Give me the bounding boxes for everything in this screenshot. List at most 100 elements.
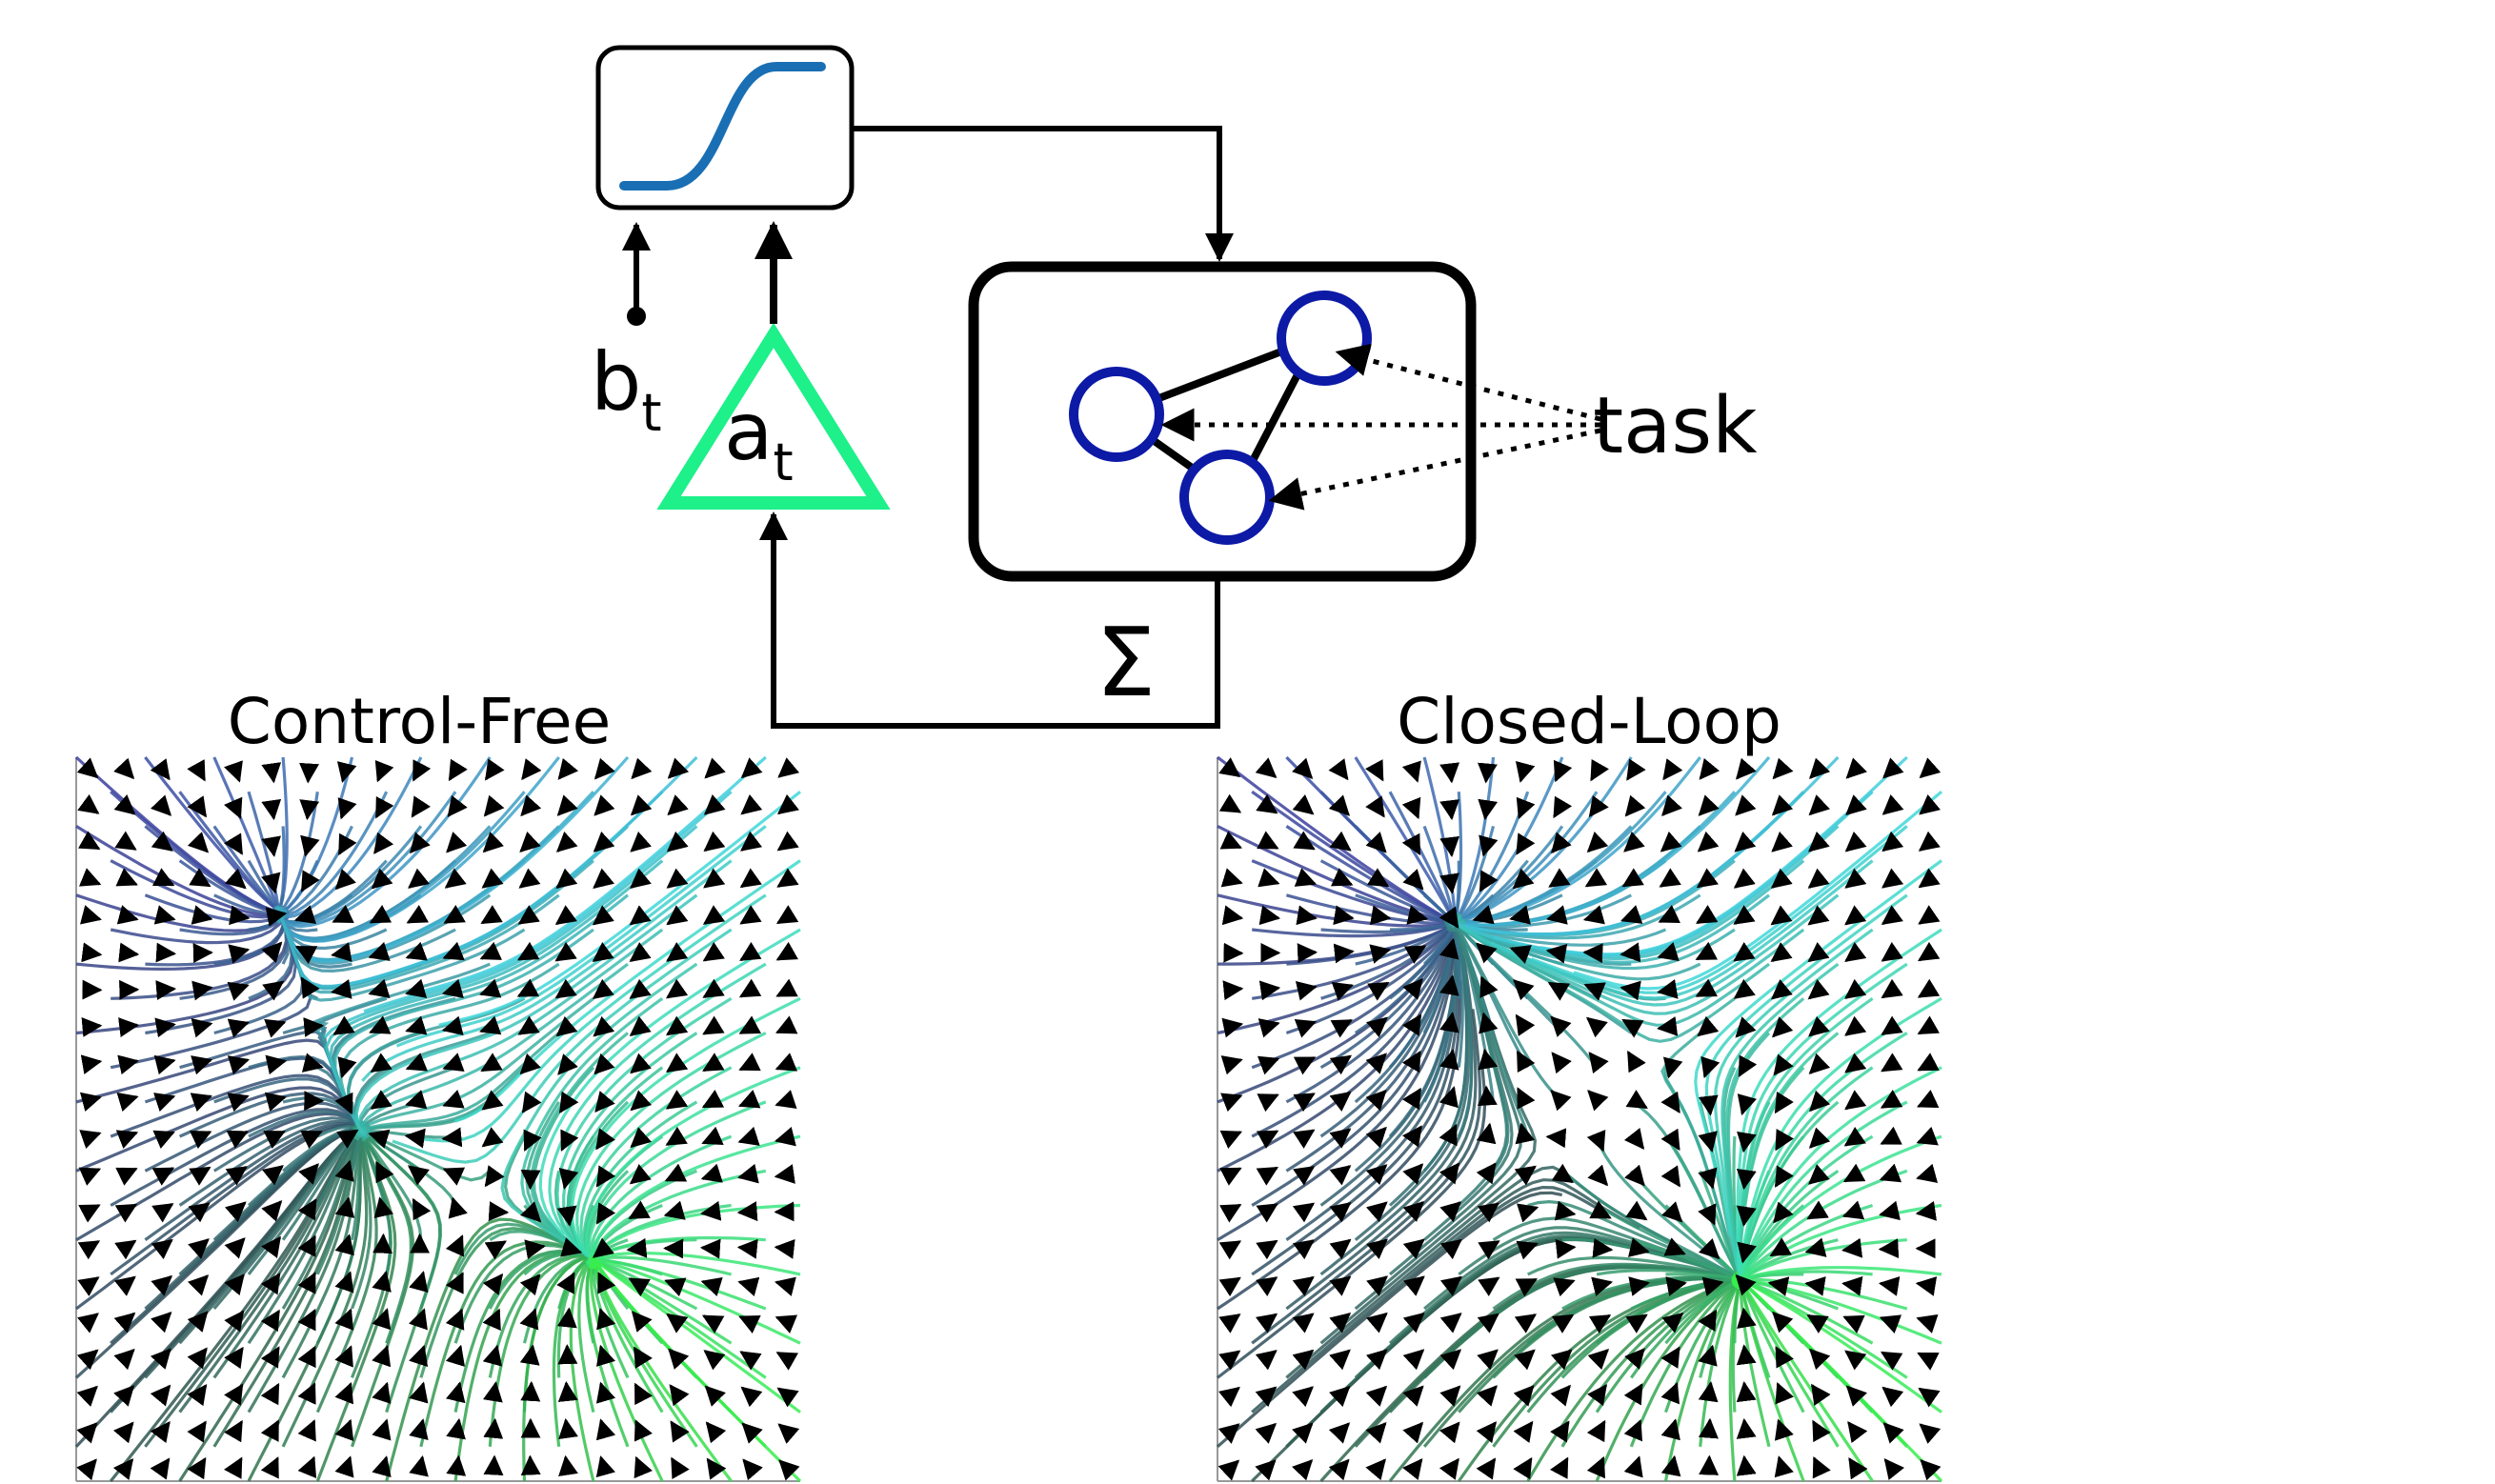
vector-arrow <box>1477 762 1498 784</box>
vector-arrow <box>404 1128 426 1149</box>
vector-arrow <box>1591 1276 1614 1296</box>
vector-arrow <box>557 757 579 780</box>
vector-arrow <box>1880 1090 1903 1109</box>
vector-arrow <box>300 976 320 999</box>
vector-arrow <box>112 1421 134 1444</box>
vector-arrow <box>1698 1131 1718 1153</box>
vector-arrow <box>1439 762 1460 784</box>
vector-arrow <box>150 758 171 781</box>
vector-arrow <box>1333 943 1355 964</box>
vector-arrow <box>1329 1201 1352 1223</box>
vector-arrow <box>1733 905 1756 925</box>
vector-arrow <box>78 1204 101 1223</box>
vector-arrow <box>76 1422 98 1444</box>
vector-arrow <box>154 1017 176 1038</box>
vector-arrow <box>224 796 243 820</box>
vector-arrow <box>702 978 725 998</box>
vector-arrow <box>739 905 762 925</box>
vector-arrow <box>1219 1167 1242 1186</box>
vector-arrow <box>1401 796 1421 820</box>
vector-arrow <box>1587 1384 1607 1407</box>
vector-arrow <box>372 1418 392 1441</box>
vector-arrow <box>1439 1457 1459 1480</box>
vector-arrow <box>300 1130 323 1149</box>
vector-arrow <box>76 757 99 779</box>
vector-arrow <box>1476 1457 1497 1480</box>
vector-arrow <box>1255 1313 1278 1334</box>
vector-arrow <box>1665 1276 1687 1296</box>
vector-arrow <box>371 868 393 890</box>
vector-arrow <box>224 868 247 890</box>
vector-arrow <box>665 1126 688 1146</box>
vector-arrow <box>1882 757 1904 779</box>
vector-arrow <box>484 1165 505 1188</box>
vector-arrow <box>1879 1200 1901 1221</box>
vector-arrow <box>1735 1273 1757 1296</box>
vector-arrow <box>666 905 689 926</box>
vector-arrow <box>189 868 211 888</box>
vector-arrow <box>260 1456 279 1479</box>
network-box <box>968 261 1477 582</box>
vector-arrow <box>1439 937 1459 960</box>
vector-arrow <box>1881 1386 1904 1408</box>
vector-arrow <box>1476 942 1498 964</box>
vector-arrow <box>1329 1091 1352 1112</box>
vector-arrow <box>114 1203 138 1223</box>
vector-arrow <box>331 942 352 962</box>
vector-arrow <box>79 905 102 925</box>
vector-arrow <box>1369 944 1392 964</box>
vector-arrow <box>1841 1237 1863 1258</box>
vector-arrow <box>1329 1165 1352 1186</box>
vector-arrow <box>1292 793 1315 815</box>
panel-title-control-free: Control-Free <box>228 685 611 758</box>
vector-arrow <box>558 1454 578 1477</box>
vector-arrow <box>1255 1422 1278 1444</box>
sigmoid-box <box>595 45 855 211</box>
vector-arrow <box>1917 1015 1941 1035</box>
vector-arrow <box>1772 1016 1794 1038</box>
vector-arrow <box>334 1271 354 1293</box>
vector-arrow <box>1808 831 1830 852</box>
vector-arrow <box>483 1454 504 1476</box>
vector-arrow <box>260 1346 280 1369</box>
vector-arrow <box>699 1238 721 1259</box>
vector-arrow <box>1545 1128 1567 1149</box>
streamline <box>273 791 457 927</box>
vector-arrow <box>373 1196 394 1219</box>
vector-arrow <box>79 1130 102 1149</box>
vector-arrow <box>187 1384 208 1407</box>
vector-arrow <box>1256 793 1278 814</box>
vector-arrow <box>1439 1238 1462 1260</box>
vector-arrow <box>187 1456 207 1480</box>
vector-arrow <box>1328 1385 1351 1408</box>
vector-arrow <box>113 1348 135 1371</box>
vector-arrow <box>481 868 504 889</box>
vector-arrow <box>1477 1202 1499 1223</box>
vector-arrow <box>738 1053 761 1072</box>
vector-arrow <box>1812 1455 1831 1479</box>
vector-arrow <box>520 1201 542 1223</box>
vector-arrow <box>1402 1200 1425 1222</box>
vector-arrow <box>630 1127 653 1149</box>
vector-arrow <box>1660 1346 1680 1369</box>
vector-arrow <box>560 1129 579 1152</box>
vector-arrow <box>1292 1386 1314 1408</box>
vector-arrow <box>442 1090 465 1109</box>
vector-arrow <box>152 1130 175 1149</box>
vector-arrow <box>1329 1275 1352 1296</box>
vector-arrow <box>331 979 352 999</box>
vector-arrow <box>224 1346 244 1370</box>
vector-arrow <box>261 798 282 821</box>
vector-arrow <box>1509 905 1531 925</box>
vector-arrow <box>1296 905 1318 926</box>
vector-arrow <box>595 1344 616 1367</box>
vector-arrow <box>1218 1350 1241 1371</box>
vector-arrow <box>79 1092 102 1113</box>
vector-arrow <box>1366 1238 1388 1260</box>
vector-arrow <box>1584 868 1608 888</box>
streamline <box>453 859 801 1123</box>
vector-arrow <box>634 1382 653 1406</box>
vector-arrow <box>1919 1423 1942 1444</box>
vector-arrow <box>408 868 431 889</box>
vector-arrow <box>1916 1163 1939 1184</box>
